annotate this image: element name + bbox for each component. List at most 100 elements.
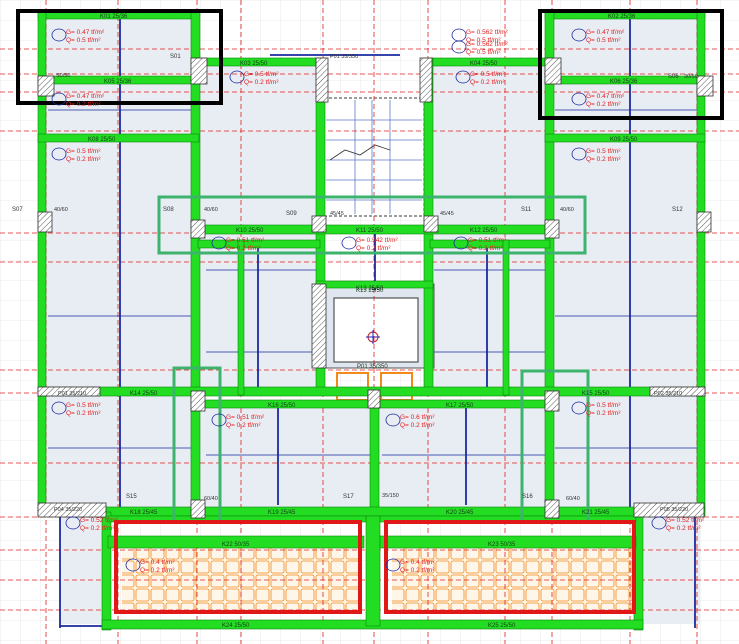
load-marker: G= 0.51 tf/m²Q= 0.2 tf/m²: [453, 236, 507, 252]
load-g-value: G= 0.5 tf/m²: [586, 402, 621, 409]
load-q-value: Q= 0.5 tf/m²: [466, 49, 501, 56]
load-g-value: G= 0.47 tf/m²: [586, 93, 625, 100]
load-q-value: Q= 0.5 tf/m²: [66, 37, 101, 44]
load-symbol-icon: [211, 413, 227, 427]
load-marker: G= 0.542 tf/m²Q= 0.2 tf/m²: [341, 236, 399, 252]
load-q-value: Q= 0.2 tf/m²: [468, 245, 503, 252]
green-box-center: [157, 195, 587, 255]
load-g-value: G= 0.47 tf/m²: [586, 29, 625, 36]
load-symbol-icon: [341, 236, 357, 250]
load-q-value: Q= 0.2 tf/m²: [356, 245, 391, 252]
beam-label: K17 25/50: [446, 403, 474, 409]
beam-label: K23 50/35: [488, 542, 516, 548]
load-q-value: Q= 0.2 tf/m²: [66, 410, 101, 417]
load-g-value: G= 0.51 tf/m²: [226, 414, 265, 421]
load-marker: G= 0.4 tf/m²Q= 0.2 tf/m²: [125, 558, 175, 574]
load-symbol-icon: [451, 40, 467, 54]
load-symbol-icon: [571, 401, 587, 415]
column-label: P01 35/350: [330, 54, 358, 60]
load-q-value: Q= 0.2 tf/m²: [586, 410, 621, 417]
slab-label: S11: [521, 207, 532, 213]
column-label: P05 35/220: [660, 507, 688, 513]
load-q-value: Q= 0.2 tf/m²: [586, 156, 621, 163]
load-g-value: G= 0.4 tf/m²: [140, 559, 175, 566]
beam-label: K21 25/45: [582, 510, 610, 516]
load-g-value: G= 0.47 tf/m²: [66, 29, 105, 36]
column-label: S0/50: [56, 73, 70, 79]
load-g-value: G= 0.52 tf/m²: [80, 517, 119, 524]
load-symbol-icon: [229, 70, 245, 84]
beam-label: K18 25/45: [130, 510, 158, 516]
elevator-shaft: [315, 283, 435, 369]
beam-label: K11 25/50: [356, 228, 384, 234]
load-marker: G= 0.47 tf/m²Q= 0.2 tf/m²: [51, 92, 105, 108]
load-symbol-icon: [571, 147, 587, 161]
slab-label: S08: [163, 207, 174, 213]
load-q-value: Q= 0.2 tf/m²: [400, 422, 435, 429]
load-q-value: Q= 0.2 tf/m²: [226, 422, 261, 429]
beam-label: K14 25/50: [130, 391, 158, 397]
beam-label: K22 50/35: [222, 542, 250, 548]
load-q-value: Q= 0.2 tf/m²: [226, 245, 261, 252]
beam-label: K08 25/50: [88, 137, 116, 143]
stair-beam-label: K13 25/50: [356, 288, 384, 294]
load-g-value: G= 0.562 tf/m²: [466, 41, 509, 48]
column-label: 40/60: [560, 207, 574, 213]
load-marker: G= 0.52 tf/m²Q= 0.2 tf/m²: [651, 516, 705, 532]
columns: [37, 57, 714, 519]
load-symbol-icon: [65, 516, 81, 530]
load-g-value: G= 0.51 tf/m²: [468, 237, 507, 244]
load-q-value: Q= 0.2 tf/m²: [140, 567, 175, 574]
column-label: P04 35/220: [54, 507, 82, 513]
load-symbol-icon: [211, 236, 227, 250]
black-box-right: [538, 9, 724, 120]
load-marker: G= 0.51 tf/m²Q= 0.2 tf/m²: [211, 413, 265, 429]
load-symbol-icon: [571, 28, 587, 42]
beam-label: K24 25/50: [222, 623, 250, 629]
load-marker: G= 0.5 tf/m²Q= 0.2 tf/m²: [571, 147, 621, 163]
shaft-label: P01 35/350: [357, 364, 388, 370]
load-marker: G= 0.47 tf/m²Q= 0.5 tf/m²: [51, 28, 105, 44]
load-g-value: G= 0.6 tf/m²: [400, 414, 435, 421]
load-q-value: Q= 0.2 tf/m²: [586, 101, 621, 108]
load-symbol-icon: [51, 28, 67, 42]
load-g-value: G= 0.4 tf/m²: [400, 559, 435, 566]
load-symbol-icon: [455, 70, 471, 84]
load-g-value: G= 0.5 tf/m²: [66, 148, 101, 155]
slab-label: S17: [343, 494, 354, 500]
black-box-left: [16, 9, 223, 105]
beam-label: K12 25/50: [470, 228, 498, 234]
load-symbol-icon: [125, 558, 141, 572]
red-box-left: [114, 520, 362, 614]
load-marker: G= 0.47 tf/m²Q= 0.2 tf/m²: [571, 92, 625, 108]
slab-label: S07: [12, 207, 23, 213]
load-g-value: G= 0.5 tf/m²: [244, 71, 279, 78]
load-g-value: G= 0.51 tf/m²: [226, 237, 265, 244]
load-g-value: G= 0.52 tf/m²: [666, 517, 705, 524]
load-g-value: G= 0.562 tf/m²: [466, 29, 509, 36]
load-g-value: G= 0.542 tf/m²: [356, 237, 399, 244]
highlight-boxes: [16, 9, 724, 614]
column-label: 60/40: [204, 496, 218, 502]
load-marker: G= 0.4 tf/m²Q= 0.2 tf/m²: [385, 558, 435, 574]
load-q-value: Q= 0.2 tf/m²: [666, 525, 701, 532]
dimension-lines: [48, 109, 698, 456]
beam-label: K25 25/50: [488, 623, 516, 629]
load-symbol-icon: [453, 236, 469, 250]
slab-label: S06: [668, 74, 679, 80]
beam-label: K01 25/36: [100, 14, 128, 20]
load-g-value: G= 0.5 tf/m²: [66, 402, 101, 409]
column-label: 40/60: [204, 207, 218, 213]
beam-label: K04 25/50: [470, 61, 498, 67]
load-q-value: Q= 0.2 tf/m²: [66, 156, 101, 163]
load-g-value: G= 0.5 tf/m²: [586, 148, 621, 155]
load-symbol-icon: [51, 147, 67, 161]
load-marker: G= 0.5 tf/m²Q= 0.2 tf/m²: [51, 401, 101, 417]
load-symbol-icon: [385, 413, 401, 427]
load-symbol-icon: [51, 92, 67, 106]
load-symbol-icon: [571, 92, 587, 106]
column-label: 60/40: [566, 496, 580, 502]
